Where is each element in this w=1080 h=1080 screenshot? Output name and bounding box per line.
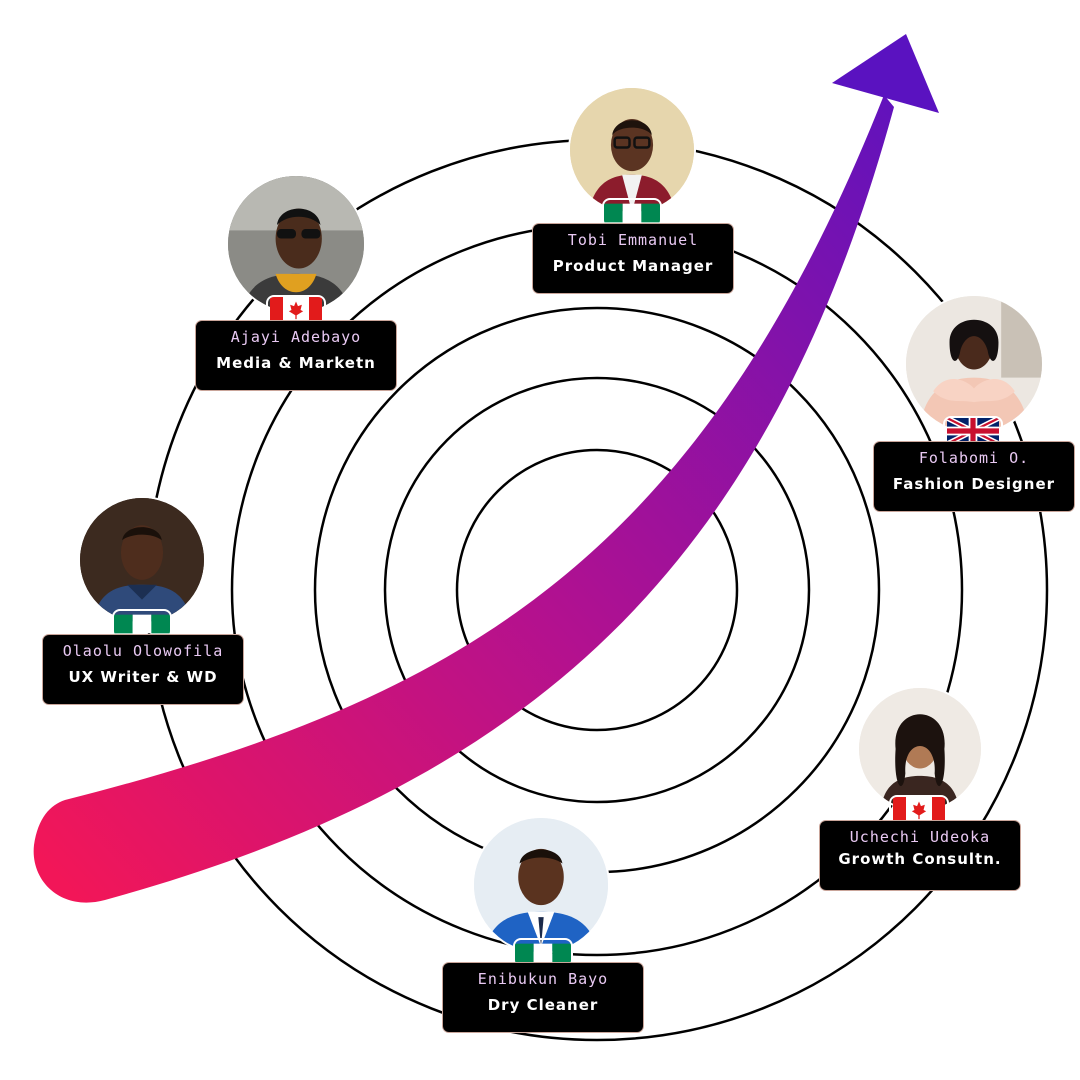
person-role: Dry Cleaner [487,996,599,1014]
uk-flag-icon [945,418,1001,444]
person-role: UX Writer & WD [68,668,218,686]
ring-4 [383,376,811,804]
person-card: Folabomi O. Fashion Designer [873,441,1075,512]
olaolu-olowofila-avatar [80,498,204,622]
person-name: Enibukun Bayo [477,970,609,988]
person-name: Folabomi O. [918,449,1030,467]
person-name: Olaolu Olowofila [62,642,224,660]
person-name: Ajayi Adebayo [230,328,362,346]
growth-arrow-body [33,95,895,903]
person-role: Growth Consultn. [838,850,1002,868]
nigeria-flag-icon [604,200,660,226]
ajayi-adebayo-avatar [228,176,364,312]
canada-flag-icon [891,797,947,823]
person-card: Tobi Emmanuel Product Manager [532,223,734,294]
person-role: Fashion Designer [892,475,1056,493]
person-name: Uchechi Udeoka [849,828,991,846]
person-card: Ajayi Adebayo Media & Marketn [195,320,397,391]
nigeria-flag-icon [515,940,571,966]
nigeria-flag-icon [114,611,170,637]
enibukun-bayo-avatar [474,818,608,952]
ring-5 [455,448,739,732]
folabomi-avatar [906,296,1042,432]
person-role: Media & Marketn [216,354,376,372]
person-name: Tobi Emmanuel [567,231,699,249]
person-card: Enibukun Bayo Dry Cleaner [442,962,644,1033]
person-card: Uchechi Udeoka Growth Consultn. [819,820,1021,891]
uchechi-udeoka-avatar [859,688,981,810]
person-card: Olaolu Olowofila UX Writer & WD [42,634,244,705]
canada-flag-icon [268,297,324,323]
person-role: Product Manager [552,257,714,275]
growth-arrow-head [832,34,939,113]
tobi-emmanuel-avatar [570,88,694,212]
